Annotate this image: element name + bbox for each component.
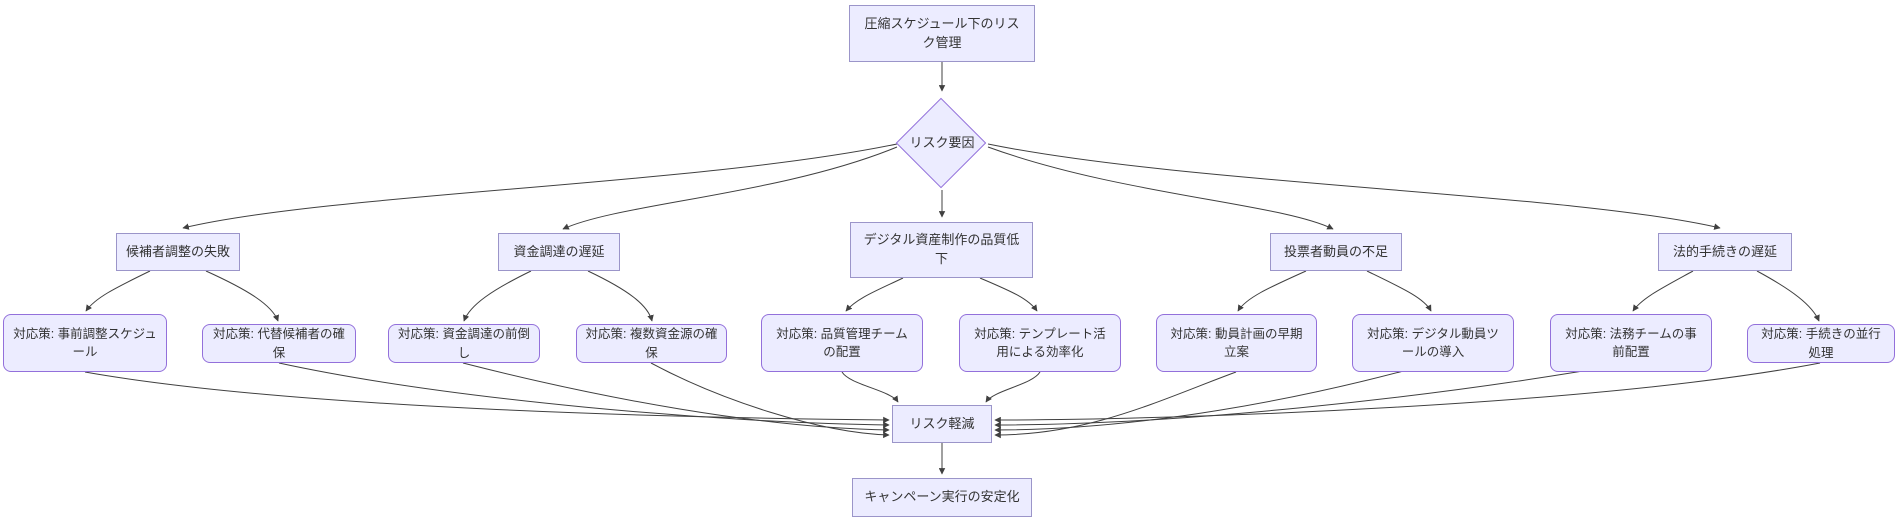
branch-node-funding-delay: 資金調達の遅延 (498, 233, 620, 271)
countermeasure-node: 対応策: 代替候補者の確保 (202, 324, 356, 363)
countermeasure-node: 対応策: 動員計画の早期立案 (1156, 314, 1317, 372)
branch-node-digital-asset-quality: デジタル資産制作の品質低下 (850, 222, 1033, 278)
countermeasure-node: 対応策: 複数資金源の確保 (576, 324, 727, 363)
branch-node-candidate-coordination: 候補者調整の失敗 (116, 233, 240, 271)
decision-diamond-label: リスク要因 (909, 134, 975, 150)
title-node: 圧縮スケジュール下のリスク管理 (849, 5, 1035, 62)
branch-node-voter-mobilization: 投票者動員の不足 (1270, 233, 1402, 271)
countermeasure-node: 対応策: 手続きの並行処理 (1747, 324, 1895, 363)
branch-node-legal-procedure-delay: 法的手続きの遅延 (1658, 233, 1792, 271)
countermeasure-node: 対応策: 事前調整スケジュール (3, 314, 167, 372)
countermeasure-node: 対応策: 法務チームの事前配置 (1550, 314, 1712, 372)
outcome-node: キャンペーン実行の安定化 (852, 478, 1032, 517)
countermeasure-node: 対応策: デジタル動員ツールの導入 (1352, 314, 1514, 372)
countermeasure-node: 対応策: 品質管理チームの配置 (761, 314, 923, 372)
countermeasure-node: 対応策: 資金調達の前倒し (388, 324, 540, 363)
mitigation-node: リスク軽減 (892, 405, 992, 443)
countermeasure-node: 対応策: テンプレート活用による効率化 (959, 314, 1121, 372)
